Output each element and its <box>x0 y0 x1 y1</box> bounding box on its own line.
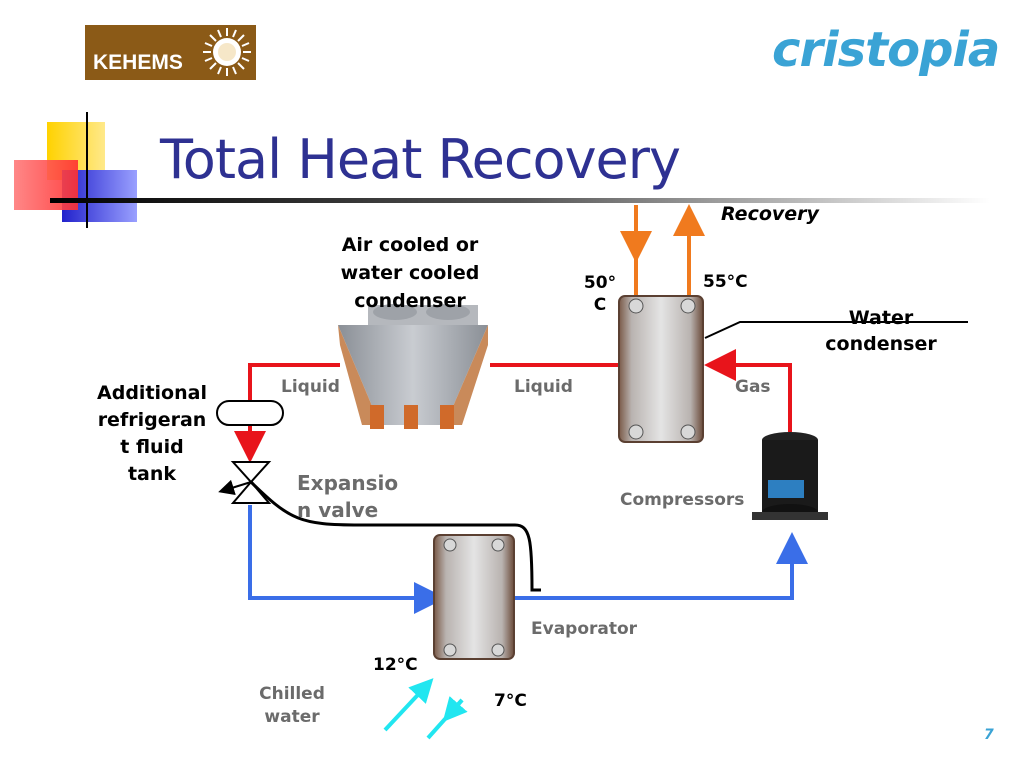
additional-tank-label: Additional refrigeran t fluid tank <box>88 380 216 488</box>
recovery-label: Recovery <box>721 203 819 225</box>
title-underline <box>50 198 990 203</box>
water-condenser-line2: condenser <box>825 333 937 355</box>
kehems-logo-text: KEHEMS <box>93 51 183 74</box>
condenser-label-line2: water cooled <box>340 262 480 284</box>
condenser-label-line3: condenser <box>354 290 466 312</box>
air-cooled-condenser <box>338 304 488 429</box>
expansion-line2: n valve <box>297 498 379 522</box>
refrigerant-tank <box>216 400 284 426</box>
temp-50-line1: 50° <box>583 273 617 293</box>
temp-12-label: 12°C <box>373 655 418 675</box>
liquid-left-label: Liquid <box>281 377 340 397</box>
kehems-logo: KEHEMS <box>85 25 256 80</box>
evaporator-label: Evaporator <box>531 619 638 639</box>
chilled-water-pipes <box>383 678 468 740</box>
page-title: Total Heat Recovery <box>160 128 681 191</box>
additional-line2: refrigeran <box>97 409 207 431</box>
temp-50-line2: C <box>593 295 607 315</box>
chilled-line1: Chilled <box>259 684 325 704</box>
recovery-pipes <box>620 204 705 298</box>
page-number: 7 <box>984 727 994 743</box>
compressors-label: Compressors <box>620 490 745 510</box>
water-condenser-line1: Water <box>848 307 914 329</box>
compressor <box>752 432 828 520</box>
additional-line1: Additional <box>97 382 207 404</box>
water-condenser-hx <box>618 295 704 443</box>
temp-55-label: 55°C <box>703 272 748 292</box>
expansion-line1: Expansio <box>297 471 399 495</box>
water-condenser-label: Water condenser <box>812 305 950 357</box>
temp-50-label: 50° C <box>578 272 622 316</box>
cold-refrigerant-pipe <box>248 505 808 614</box>
water-condenser-pointer <box>704 321 968 339</box>
condenser-label-line1: Air cooled or <box>341 234 479 256</box>
temp-7-label: 7°C <box>494 691 527 711</box>
condenser-label: Air cooled or water cooled condenser <box>330 231 490 315</box>
cristopia-logo: cristopia <box>772 22 1000 78</box>
chilled-water-label: Chilled water <box>252 683 332 729</box>
additional-line4: tank <box>127 463 177 485</box>
evaporator-hx <box>433 534 515 660</box>
liquid-mid-label: Liquid <box>514 377 573 397</box>
expansion-valve <box>230 461 272 504</box>
chilled-line2: water <box>264 707 320 727</box>
sensing-line <box>249 480 541 592</box>
additional-line3: t fluid <box>120 436 184 458</box>
sun-icon <box>203 28 251 76</box>
expansion-valve-label: Expansio n valve <box>297 470 398 524</box>
gas-label: Gas <box>735 377 771 397</box>
